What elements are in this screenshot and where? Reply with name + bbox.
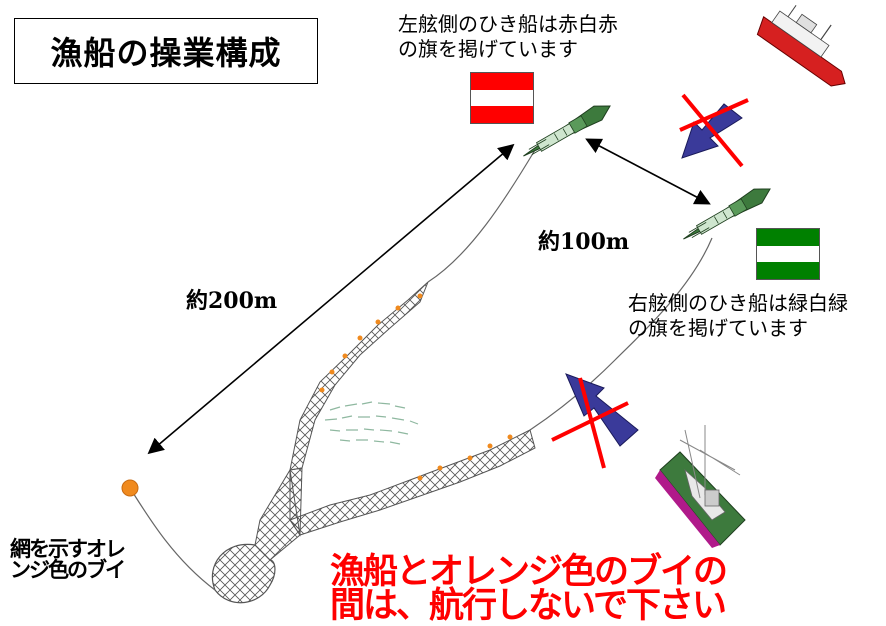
- starboard-note-line: の旗を掲げています: [628, 316, 808, 340]
- prohibited-arrow-icon: [679, 93, 749, 168]
- prohibited-arrow-icon: [551, 373, 639, 469]
- navigation-warning: 漁船とオレンジ色のブイの 間は、航行しないで下さい: [330, 552, 728, 626]
- orange-buoy-icon: [121, 479, 139, 497]
- starboard-flag-stripe: [757, 229, 819, 246]
- buoy-label: 網を示すオレ ンジ色のブイ: [10, 537, 126, 582]
- port-flag-note: 左舷側のひき船は赤白赤 の旗を掲げています: [398, 12, 618, 62]
- tow-rope-port: [427, 149, 536, 283]
- passing-ship-icon: [756, 5, 846, 87]
- starboard-flag: [756, 228, 820, 280]
- diagram-title: 漁船の操業構成: [14, 18, 318, 84]
- port-flag: [470, 72, 534, 124]
- distance-arrow-100m: [585, 138, 711, 205]
- net-wing-upper: [289, 281, 429, 471]
- net-codend: [211, 543, 276, 604]
- starboard-flag-stripe: [757, 262, 819, 279]
- warning-line: 漁船とオレンジ色のブイの: [330, 552, 728, 592]
- port-flag-stripe: [471, 73, 533, 90]
- port-flag-stripe: [471, 106, 533, 123]
- buoy-line: [129, 487, 216, 591]
- fishing-trawler-icon: [683, 188, 771, 240]
- starboard-flag-stripe: [757, 245, 819, 263]
- net-wing-lower: [289, 429, 536, 536]
- buoy-label-line: ンジ色のブイ: [10, 558, 126, 582]
- passing-ship-icon: [655, 425, 746, 548]
- port-note-line: の旗を掲げています: [398, 37, 578, 61]
- distance-label-100m: 約100m: [538, 229, 630, 255]
- port-flag-stripe: [471, 89, 533, 107]
- starboard-flag-note: 右舷側のひき船は緑白緑 の旗を掲げています: [628, 291, 848, 341]
- port-note-line: 左舷側のひき船は赤白赤: [398, 12, 618, 36]
- buoy-label-line: 網を示すオレ: [10, 537, 126, 561]
- distance-arrow-200m: [147, 143, 515, 455]
- distance-label-200m: 約200m: [186, 288, 278, 314]
- warning-line: 間は、航行しないで下さい: [330, 586, 727, 626]
- fishing-trawler-icon: [523, 105, 611, 157]
- fish-school: [324, 401, 419, 445]
- tow-rope-starboard: [529, 237, 713, 431]
- starboard-note-line: 右舷側のひき船は緑白緑: [628, 291, 848, 315]
